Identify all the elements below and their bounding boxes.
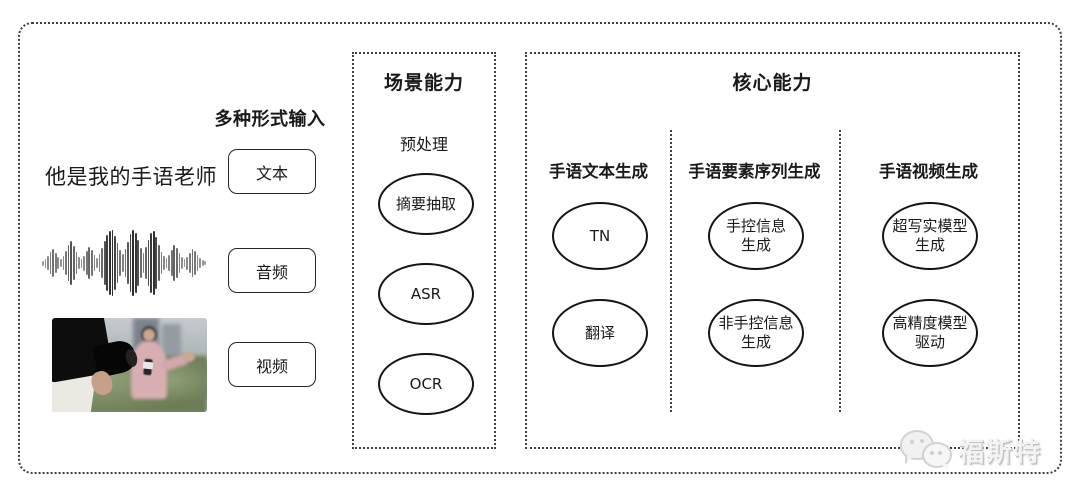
photo-microphone-tag bbox=[143, 361, 154, 370]
core-capability-title: 核心能力 bbox=[732, 72, 813, 94]
column-header-sl-video-generation: 手语视频生成 bbox=[879, 162, 978, 181]
oval-asr: ASR bbox=[378, 263, 474, 325]
photo-reporter-hand bbox=[183, 351, 195, 363]
photo-building bbox=[162, 323, 181, 364]
oval-ocr: OCR bbox=[378, 353, 474, 415]
outer-dashed-border bbox=[18, 22, 1062, 474]
text-input-example: 他是我的手语老师 bbox=[45, 165, 217, 189]
core-capability-box: 核心能力 手语文本生成 手语要素序列生成 手语视频生成 TN 翻译 手控信息 生… bbox=[525, 52, 1020, 449]
oval-summary-extraction: 摘要抽取 bbox=[378, 173, 474, 235]
oval-high-precision-model-driving: 高精度模型 驱动 bbox=[882, 299, 978, 367]
watermark-text: 福斯特 bbox=[958, 437, 1043, 468]
oval-tn: TN bbox=[552, 202, 648, 270]
input-box-audio: 音频 bbox=[228, 248, 316, 293]
column-header-sl-text-generation: 手语文本生成 bbox=[549, 162, 648, 181]
photo-reporter-face bbox=[143, 329, 156, 342]
input-box-video: 视频 bbox=[228, 342, 316, 387]
oval-manual-info-generation: 手控信息 生成 bbox=[708, 202, 804, 270]
column-divider bbox=[670, 130, 672, 412]
preprocess-label: 预处理 bbox=[399, 135, 448, 154]
input-box-video-label: 视频 bbox=[255, 356, 288, 376]
oval-translation: 翻译 bbox=[552, 299, 648, 367]
oval-non-manual-info-generation: 非手控信息 生成 bbox=[708, 299, 804, 367]
input-box-text-label: 文本 bbox=[255, 163, 288, 183]
watermark: 福斯特 bbox=[898, 428, 1042, 472]
column-header-sl-element-sequence-generation: 手语要素序列生成 bbox=[688, 162, 821, 181]
oval-hyperrealistic-model-generation: 超写实模型 生成 bbox=[882, 202, 978, 270]
input-section-title: 多种形式输入 bbox=[214, 109, 326, 130]
wechat-icon bbox=[898, 428, 954, 472]
input-box-audio-label: 音频 bbox=[255, 262, 288, 282]
input-box-text: 文本 bbox=[228, 149, 316, 194]
column-divider bbox=[839, 130, 841, 412]
scene-capability-box: 场景能力 预处理 摘要抽取 ASR OCR bbox=[352, 52, 496, 449]
scene-capability-title: 场景能力 bbox=[383, 72, 464, 94]
audio-waveform-icon bbox=[42, 229, 208, 297]
video-example-photo bbox=[52, 318, 207, 412]
